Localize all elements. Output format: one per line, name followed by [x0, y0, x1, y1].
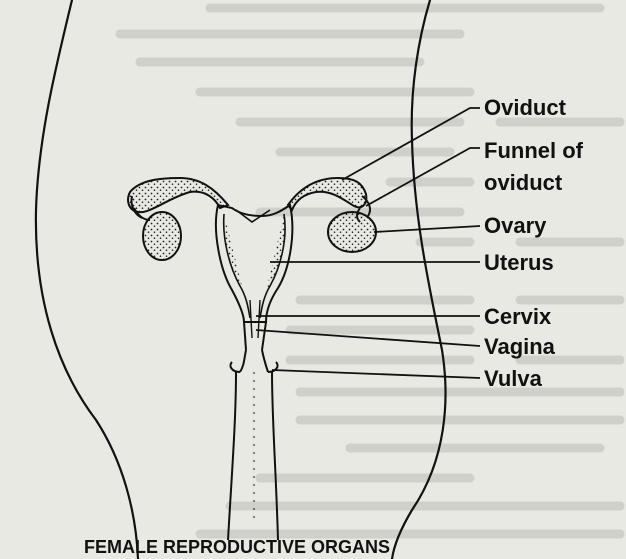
- leader-oviduct: [341, 107, 480, 181]
- oviducts: [127, 176, 368, 214]
- body-outline-right: [390, 0, 447, 559]
- ovaries: [142, 211, 377, 261]
- label-oviduct: Oviduct: [484, 95, 567, 120]
- label-uterus: Uterus: [484, 250, 554, 275]
- oviduct-right: [286, 176, 368, 212]
- ovary-right: [327, 211, 377, 253]
- uterus-cavity: [235, 209, 271, 223]
- label-funnel-line2: oviduct: [484, 170, 563, 195]
- leader-ovary: [373, 225, 481, 233]
- oviduct-left: [127, 176, 230, 214]
- figure-caption: FEMALE REPRODUCTIVE ORGANS: [84, 537, 390, 557]
- leader-funnel: [365, 147, 480, 207]
- leader-vulva: [271, 369, 481, 379]
- leader-vagina: [255, 329, 481, 347]
- body-outline: [34, 0, 447, 559]
- body-outline-left: [34, 0, 140, 559]
- label-cervix: Cervix: [484, 304, 552, 329]
- ovary-left: [142, 211, 182, 261]
- vulva: [227, 361, 279, 541]
- leader-lines: [255, 107, 481, 379]
- label-vagina: Vagina: [484, 334, 556, 359]
- label-funnel-line1: Funnel of: [484, 138, 584, 163]
- cervix: [243, 299, 267, 351]
- label-ovary: Ovary: [484, 213, 547, 238]
- uterus-inner-left: [222, 213, 251, 319]
- uterus: [215, 203, 294, 323]
- vagina: [239, 349, 269, 373]
- uterus-inner-right: [259, 213, 286, 319]
- label-vulva: Vulva: [484, 366, 543, 391]
